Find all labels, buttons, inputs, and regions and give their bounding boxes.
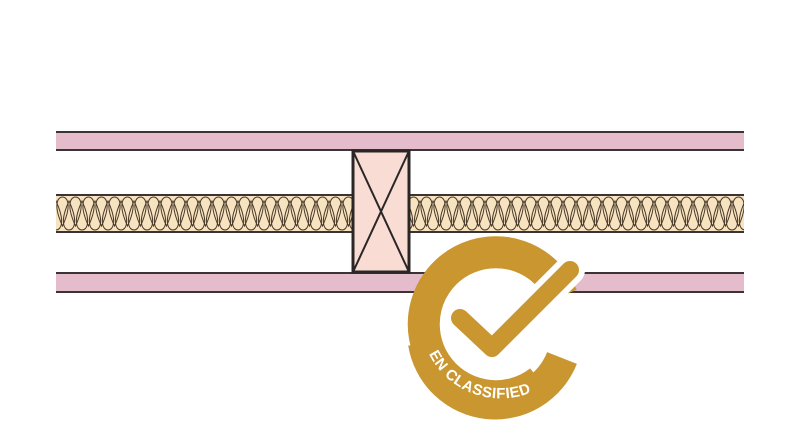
timber-stud <box>351 149 411 274</box>
check-icon <box>445 255 585 363</box>
